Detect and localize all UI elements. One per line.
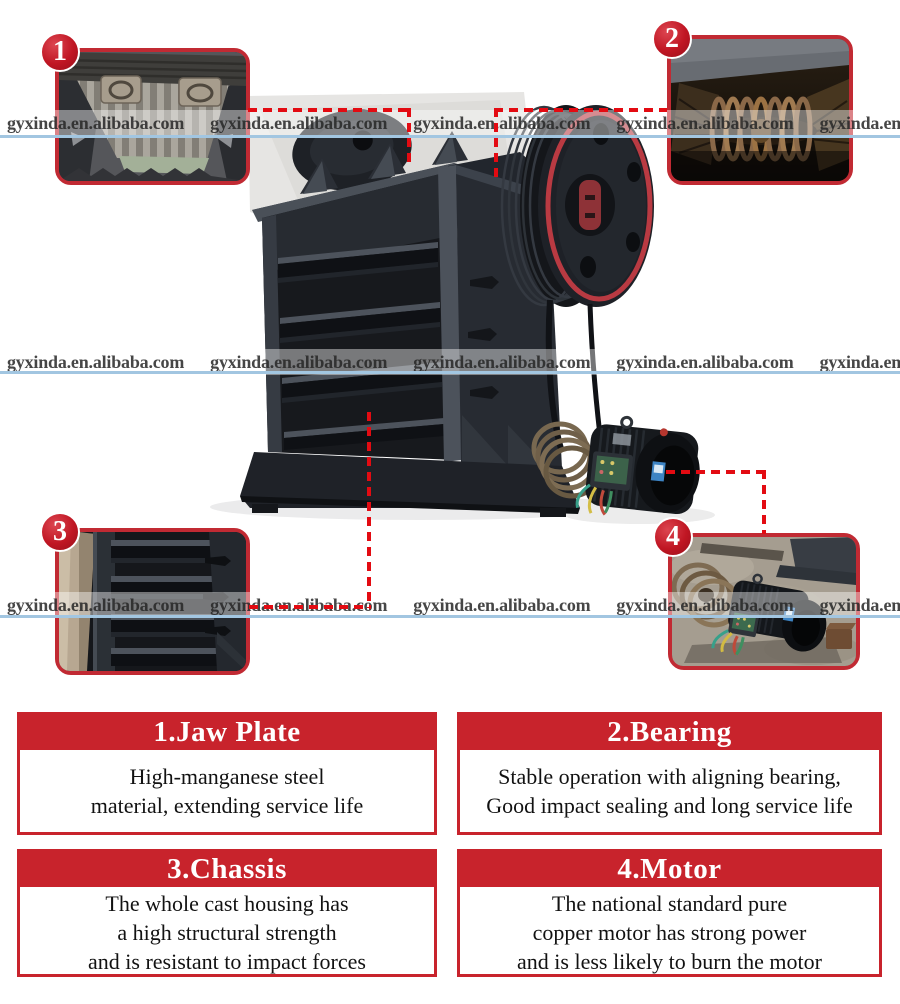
callout-line-1-horizontal xyxy=(248,108,410,112)
callout-badge-1: 1 xyxy=(40,32,80,72)
info-box-bearing: 2.Bearing Stable operation with aligning… xyxy=(457,712,882,835)
info-box-motor-title: 4.Motor xyxy=(460,852,879,887)
callout-line-3-vertical xyxy=(367,412,371,608)
electric-motor xyxy=(575,415,700,516)
watermark-row-1: gyxinda.en.alibaba.com gyxinda.en.alibab… xyxy=(0,110,900,136)
description-line: and is resistant to impact forces xyxy=(88,949,366,974)
info-box-jaw-plate: 1.Jaw Plate High-manganese steel materia… xyxy=(17,712,437,835)
description-line: The national standard pure xyxy=(551,891,788,916)
watermark-text: gyxinda.en.alibaba.com xyxy=(819,351,900,372)
callout-number-3: 3 xyxy=(53,516,67,547)
callout-number-4: 4 xyxy=(666,521,680,552)
watermark-text: gyxinda.en.alibaba.com xyxy=(210,112,388,133)
description-line: material, extending service life xyxy=(90,793,364,818)
info-box-bearing-title: 2.Bearing xyxy=(460,715,879,750)
watermark-text: gyxinda.en.alibaba.com xyxy=(819,112,900,133)
info-box-jaw-plate-description: High-manganese steel material, extending… xyxy=(20,750,434,832)
callout-badge-4: 4 xyxy=(653,517,693,557)
description-line: Stable operation with aligning bearing, xyxy=(498,764,841,789)
machine-body xyxy=(240,165,580,517)
watermark-text: gyxinda.en.alibaba.com xyxy=(210,595,387,616)
callout-line-2-vertical xyxy=(494,108,498,182)
watermark-row-2: gyxinda.en.alibaba.com gyxinda.en.alibab… xyxy=(0,349,900,375)
watermark-divider-line-1 xyxy=(0,135,900,138)
bearing-photo xyxy=(671,39,849,181)
watermark-text: gyxinda.en.alibaba.com xyxy=(7,351,185,372)
watermark-text: gyxinda.en.alibaba.com xyxy=(413,351,591,372)
info-box-chassis-title: 3.Chassis xyxy=(20,852,434,887)
info-box-motor-description: The national standard pure copper motor … xyxy=(460,887,879,978)
description-line: Good impact sealing and long service lif… xyxy=(486,793,853,818)
watermark-text: gyxinda.en.alibaba.com xyxy=(413,594,591,615)
callout-badge-3: 3 xyxy=(40,512,80,552)
jaw-plate-photo xyxy=(59,52,246,181)
watermark-text: gyxinda.en.alibaba.com xyxy=(616,594,794,615)
watermark-text: gyxinda.en.alibaba.com xyxy=(616,112,794,133)
callout-inset-motor: 4 xyxy=(653,517,860,670)
info-box-motor: 4.Motor The national standard pure coppe… xyxy=(457,849,882,977)
description-line: The whole cast housing has xyxy=(105,891,349,916)
description-line: copper motor has strong power xyxy=(532,920,807,945)
info-box-chassis-description: The whole cast housing has a high struct… xyxy=(20,887,434,978)
callout-inset-bearing: 2 xyxy=(652,19,853,185)
info-box-chassis: 3.Chassis The whole cast housing has a h… xyxy=(17,849,437,977)
watermark-text: gyxinda.en.alibaba.com xyxy=(7,594,185,615)
info-box-bearing-description: Stable operation with aligning bearing, … xyxy=(460,750,879,832)
watermark-divider-line-2 xyxy=(0,371,900,374)
callout-inset-chassis: 3 xyxy=(40,512,250,675)
watermark-text: gyxinda.en.alibaba.com xyxy=(616,351,794,372)
watermark-text: gyxinda.en.alibaba.com xyxy=(413,112,591,133)
watermark-text: gyxinda.en.alibaba.com xyxy=(819,594,900,615)
callout-line-3-horizontal xyxy=(249,605,371,609)
watermark-divider-line-3 xyxy=(0,615,900,618)
callout-line-2-horizontal xyxy=(494,108,667,112)
callout-line-4-horizontal xyxy=(666,470,765,474)
callout-badge-2: 2 xyxy=(652,19,692,59)
description-line: and is less likely to burn the motor xyxy=(517,949,822,974)
watermark-row-3: gyxinda.en.alibaba.com gyxinda.en.alibab… xyxy=(0,592,900,618)
watermark-text: gyxinda.en.alibaba.com xyxy=(7,112,185,133)
description-line: High-manganese steel xyxy=(129,764,325,789)
watermark-text: gyxinda.en.alibaba.com xyxy=(210,351,388,372)
callout-line-1-vertical xyxy=(407,108,411,162)
callout-inset-jaw-plate: 1 xyxy=(40,32,250,185)
description-line: a high structural strength xyxy=(117,920,337,945)
motor-photo xyxy=(672,537,856,666)
chassis-photo xyxy=(59,532,246,671)
callout-number-2: 2 xyxy=(665,23,679,54)
callout-number-1: 1 xyxy=(53,36,67,67)
callout-line-4-vertical xyxy=(762,470,766,534)
info-box-jaw-plate-title: 1.Jaw Plate xyxy=(20,715,434,750)
